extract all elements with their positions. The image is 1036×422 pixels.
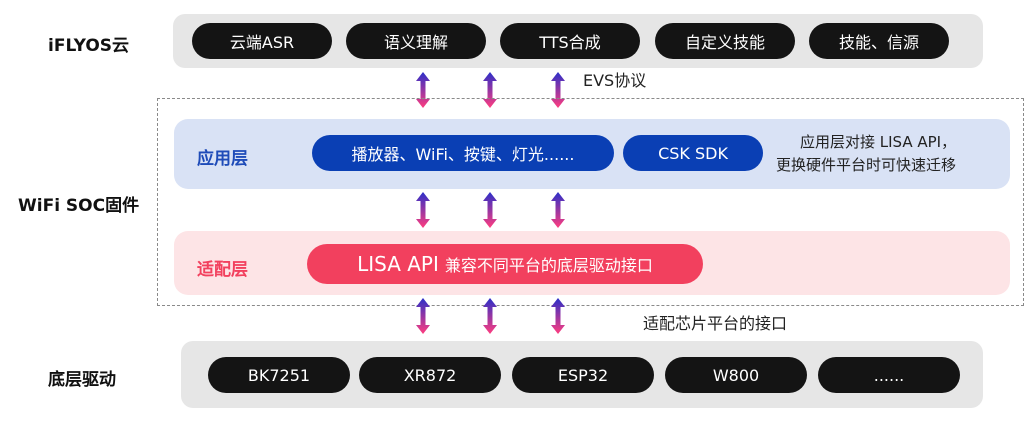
double-arrow-icon (551, 192, 565, 228)
cloud-item-nlu: 语义理解 (346, 23, 486, 59)
driver-item-esp32: ESP32 (512, 357, 654, 393)
cloud-item-tts: TTS合成 (500, 23, 640, 59)
csk-sdk-pill: CSK SDK (623, 135, 763, 171)
lisa-api-name: LISA API (357, 252, 439, 276)
driver-item-xr872: XR872 (359, 357, 501, 393)
app-modules-pill: 播放器、WiFi、按键、灯光...... (312, 135, 614, 171)
double-arrow-icon (416, 72, 430, 108)
cloud-item-asr: 云端ASR (192, 23, 332, 59)
firmware-row-label: WiFi SOC固件 (18, 196, 140, 216)
double-arrow-icon (416, 298, 430, 334)
chip-interface-label: 适配芯片平台的接口 (643, 314, 788, 333)
driver-row-label: 底层驱动 (48, 370, 116, 390)
lisa-api-description: 兼容不同平台的底层驱动接口 (444, 256, 653, 275)
lisa-api-pill: LISA API 兼容不同平台的底层驱动接口 (307, 244, 703, 284)
double-arrow-icon (551, 298, 565, 334)
double-arrow-icon (483, 72, 497, 108)
double-arrow-icon (483, 192, 497, 228)
app-layer-note-line2: 更换硬件平台时可快速迁移 (776, 156, 957, 174)
driver-item-more: ...... (818, 357, 960, 393)
evs-protocol-label: EVS协议 (583, 71, 647, 90)
firmware-boundary (157, 98, 1024, 306)
driver-item-w800: W800 (665, 357, 807, 393)
cloud-item-custom-skill: 自定义技能 (655, 23, 795, 59)
cloud-row-label: iFLYOS云 (48, 36, 130, 56)
application-layer-title: 应用层 (197, 149, 248, 169)
driver-item-bk7251: BK7251 (208, 357, 350, 393)
double-arrow-icon (483, 298, 497, 334)
app-layer-note-line1: 应用层对接 LISA API， (800, 133, 957, 151)
double-arrow-icon (551, 72, 565, 108)
adaptation-layer-title: 适配层 (197, 260, 248, 280)
double-arrow-icon (416, 192, 430, 228)
cloud-item-skill-source: 技能、信源 (809, 23, 949, 59)
